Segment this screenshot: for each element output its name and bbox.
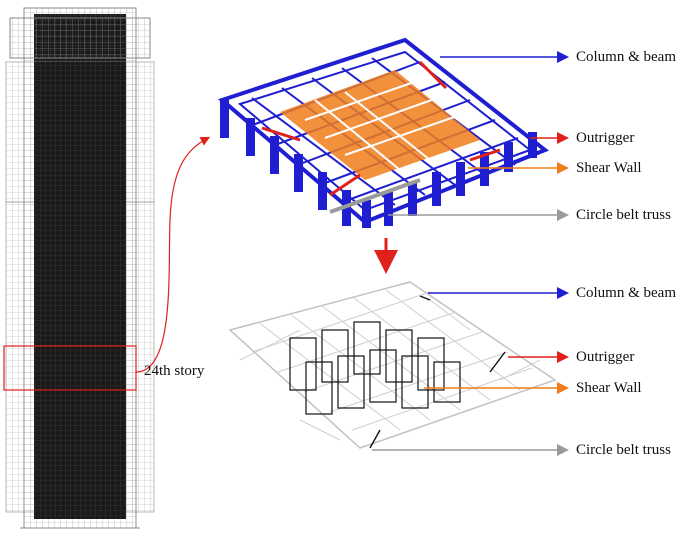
colored-floor-model	[217, 37, 549, 228]
top-label-column-beam: Column & beam	[576, 49, 676, 65]
top-label-outrigger: Outrigger	[576, 130, 635, 146]
story-link-arrow	[135, 136, 211, 373]
story-highlight-box	[3, 345, 137, 391]
top-label-shear-wall: Shear Wall	[576, 160, 642, 176]
bottom-label-column-beam: Column & beam	[576, 285, 676, 301]
tower-elevation	[5, 7, 155, 529]
bottom-label-belt-truss: Circle belt truss	[576, 442, 671, 458]
bottom-label-shear-wall: Shear Wall	[576, 380, 642, 396]
story-label: 24th story	[144, 363, 205, 379]
callout-arrows	[372, 51, 569, 456]
wireframe-floor-model	[228, 281, 557, 449]
top-label-belt-truss: Circle belt truss	[576, 207, 671, 223]
bottom-label-outrigger: Outrigger	[576, 349, 635, 365]
